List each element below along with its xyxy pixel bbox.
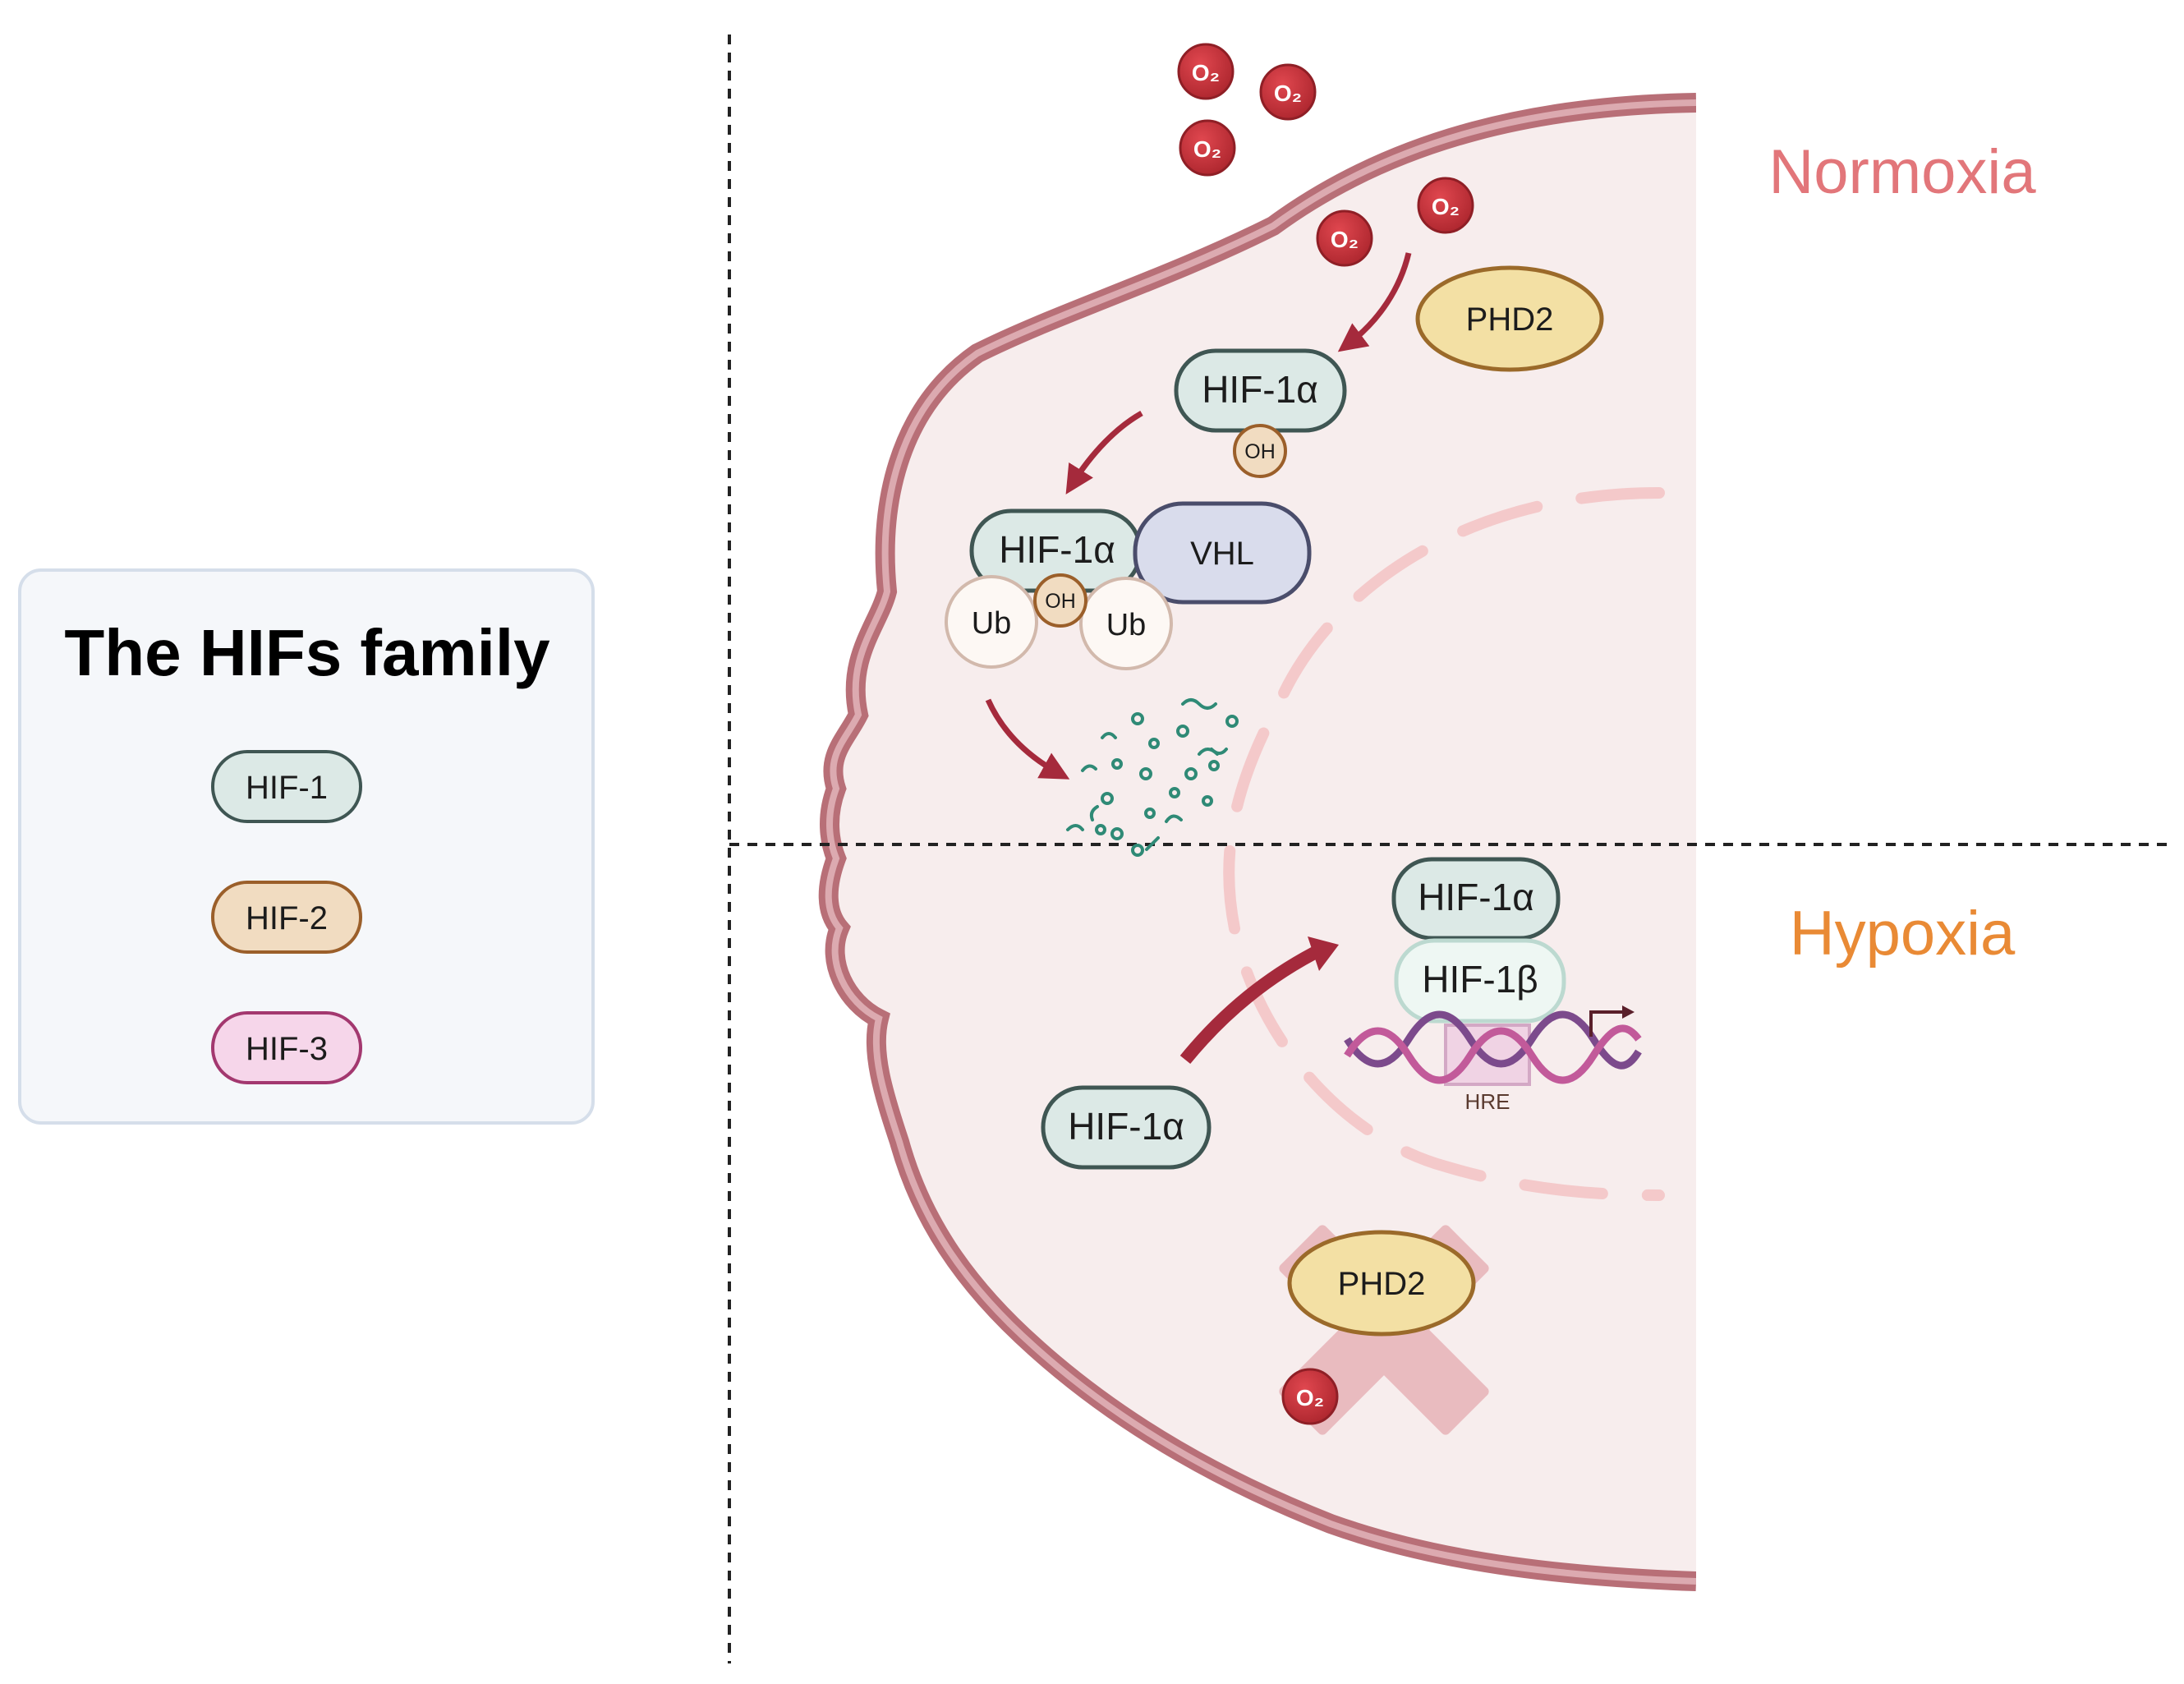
ubiquitin xyxy=(945,575,1038,669)
cell xyxy=(818,0,2184,1684)
legend-panel: The HIFs family HIF-1 HIF-2 HIF-3 xyxy=(18,568,595,1125)
nucleus-envelope xyxy=(1223,487,1665,1201)
hif3-swatch xyxy=(211,1011,362,1084)
legend-title: The HIFs family xyxy=(64,616,550,689)
cytoplasm xyxy=(828,103,1696,1581)
o2-label: O₂ xyxy=(1296,1385,1324,1410)
o2-label: O₂ xyxy=(1193,136,1221,162)
normoxia-label: Normoxia xyxy=(1768,137,2036,207)
hydroxyl-group xyxy=(1033,573,1087,628)
hif1a-stabilized: HIF-1α xyxy=(1041,1085,1212,1170)
legend-label-hif3: HIF-3 xyxy=(246,1031,328,1067)
legend-label-hif2: HIF-2 xyxy=(246,900,328,936)
hydroxylation-arrow xyxy=(1337,252,1412,352)
hif-dimer: HIF-1α HIF-1β xyxy=(1391,857,1566,1024)
cell-membrane-inner xyxy=(825,99,1697,1585)
phd2-enzyme: PHD2 xyxy=(1415,265,1604,372)
hre-label: HRE xyxy=(1465,1089,1510,1114)
legend-box xyxy=(18,568,595,1125)
hypoxia-label: Hypoxia xyxy=(1790,899,2016,969)
oxygen-molecule: O₂ xyxy=(1417,177,1474,234)
o2-label: O₂ xyxy=(1331,227,1359,252)
hif1a-hydroxylated: HIF-1α OH xyxy=(1174,348,1347,478)
transcription-arrow-icon xyxy=(1589,1010,1626,1037)
degradation-fragments-icon xyxy=(1066,698,1239,857)
oxygen-molecule: O₂ xyxy=(1316,209,1373,267)
legend-item-hif1: HIF-1 xyxy=(211,750,362,823)
oh-label: OH xyxy=(1045,590,1076,613)
arrowhead xyxy=(1622,1005,1635,1019)
ub-label: Ub xyxy=(1106,608,1147,642)
ubiquitin xyxy=(1079,577,1173,670)
hif1a-label: HIF-1α xyxy=(999,528,1115,571)
hif1b-pill xyxy=(1394,938,1566,1024)
right-background xyxy=(1696,0,2184,1684)
vhl-protein xyxy=(1133,501,1312,605)
oxygen-molecule: O₂ xyxy=(1259,63,1317,121)
o2-label: O₂ xyxy=(1192,60,1220,85)
legend-item-hif3: HIF-3 xyxy=(211,1011,362,1084)
hif1b-label: HIF-1β xyxy=(1422,958,1538,1001)
hydroxyl-group xyxy=(1233,424,1287,478)
arrowhead xyxy=(1308,936,1339,971)
vhl-binding-arrow xyxy=(1065,410,1143,495)
hif1a-label: HIF-1α xyxy=(1202,368,1318,411)
oxygen-molecule: O₂ xyxy=(1179,119,1236,177)
oxygen-molecule: O₂ xyxy=(1177,43,1235,100)
oh-label: OH xyxy=(1244,440,1276,463)
hif1a-pill xyxy=(1391,857,1561,941)
phd2-label: PHD2 xyxy=(1466,301,1554,338)
dna-helix-icon: HRE xyxy=(1344,1010,1642,1114)
phd2-inhibited: PHD2 xyxy=(1287,1230,1476,1337)
ub-label: Ub xyxy=(972,606,1012,641)
hif1a-label: HIF-1α xyxy=(1418,876,1534,918)
nuclear-translocation-arrow xyxy=(1179,942,1326,1065)
legend-label-hif1: HIF-1 xyxy=(246,770,328,806)
vhl-label: VHL xyxy=(1190,536,1254,572)
vhl-complex: HIF-1α VHL Ub Ub OH xyxy=(945,501,1312,670)
o2-label: O₂ xyxy=(1274,81,1302,106)
hif2-swatch xyxy=(211,881,362,954)
hif1-swatch xyxy=(211,750,362,823)
phd2-label: PHD2 xyxy=(1338,1266,1426,1302)
o2-label: O₂ xyxy=(1432,194,1460,219)
hif1a-label: HIF-1α xyxy=(1068,1105,1184,1148)
legend-item-hif2: HIF-2 xyxy=(211,881,362,954)
oxygen-molecule: O₂ xyxy=(1281,1368,1339,1425)
degradation-arrow xyxy=(985,698,1070,780)
